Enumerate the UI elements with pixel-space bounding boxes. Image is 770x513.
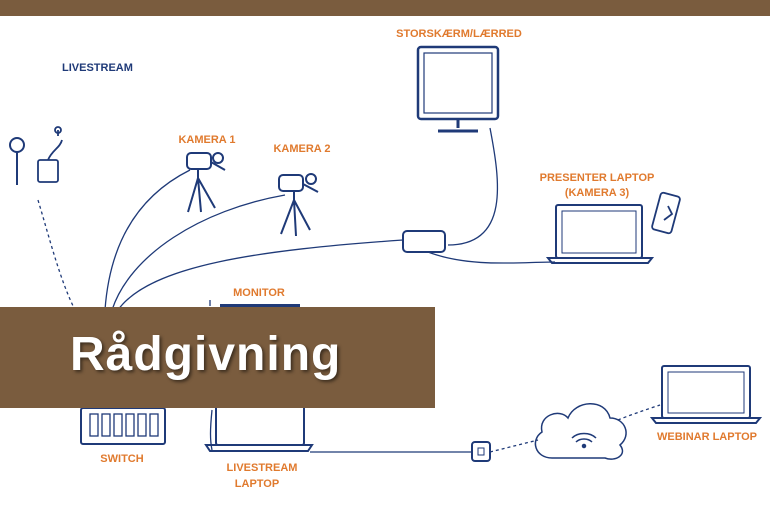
banner-title: Rådgivning [70,328,342,381]
kamera-1-label: KAMERA 1 [178,134,236,146]
livestream-title: LIVESTREAM [62,62,133,74]
kamera-2-label: KAMERA 2 [273,143,331,155]
network-dongle-icon [471,441,491,462]
phone-icon [651,191,681,235]
camera-1-icon [186,152,226,213]
switch-icon [80,407,166,445]
cable-kamera2 [111,194,286,311]
camera-2-icon [278,173,319,237]
switch-label: SWITCH [100,453,144,465]
monitor-label: MONITOR [233,287,285,299]
cable-laptop [209,409,213,451]
webinar-laptop-label: WEBINAR LAPTOP [656,431,758,443]
tv-screen-icon [416,45,500,133]
hdmi-box-icon [402,230,446,253]
storskaerm-label: STORSKÆRM/LÆRRED [396,28,522,40]
webinar-laptop-icon [649,365,763,424]
cable-hdmi-box [117,239,404,311]
livestream-laptop-icon [204,401,314,452]
livestream-laptop-label-2: LAPTOP [234,478,280,490]
cable-presenter [427,251,556,264]
cloud-icon [534,403,627,460]
microphone-icon [9,137,25,185]
presenter-laptop-icon [545,204,655,264]
cable-kamera1 [104,169,191,311]
presenter-laptop-label-2: (KAMERA 3) [564,187,630,199]
cable-storskaerm [447,127,499,246]
top-bar [0,0,770,16]
wireless-receiver-icon [37,126,63,183]
cable-internet [489,439,539,453]
title-banner: Rådgivning [0,307,435,408]
livestream-laptop-label-1: LIVESTREAM [226,462,298,474]
cable-mic [37,199,76,311]
presenter-laptop-label-1: PRESENTER LAPTOP [539,172,655,184]
